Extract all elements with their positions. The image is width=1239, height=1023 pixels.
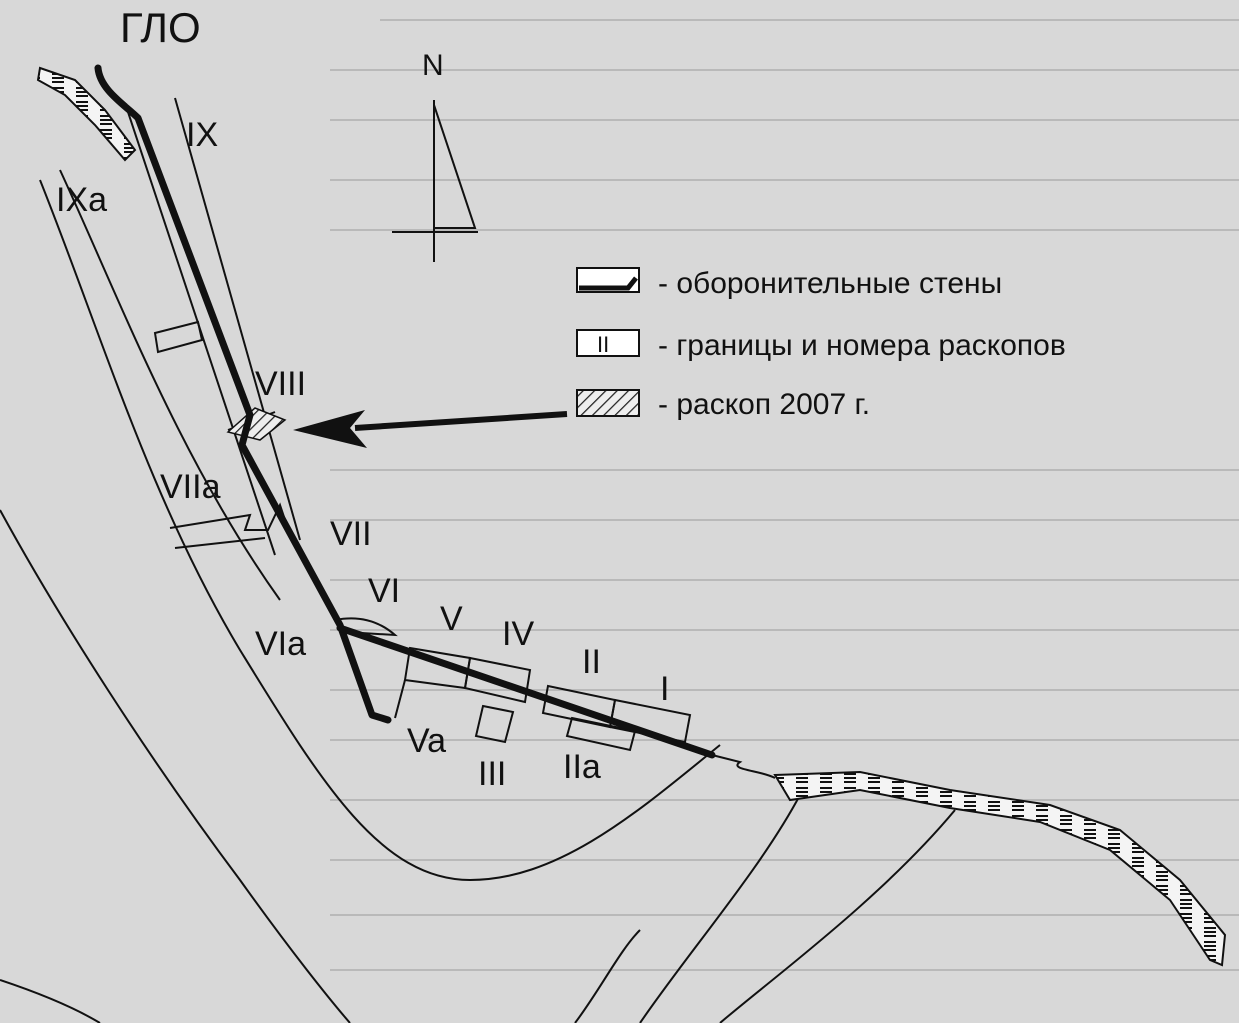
north-label: N <box>422 49 444 82</box>
legend-boundaries-symbol: II <box>576 329 640 357</box>
excavation-labels: IX IXa VIII VIIa VII VI VIa V Va IV III … <box>56 116 669 793</box>
label-VIIa: VIIa <box>160 468 221 506</box>
legend-boundaries-label: - границы и номера раскопов <box>658 329 1066 362</box>
excavation-boundaries <box>127 97 692 752</box>
excavation-2007-area <box>226 407 287 441</box>
pointer-arrow <box>293 410 568 448</box>
legend-excavation-2007-label: - раскоп 2007 г. <box>658 388 870 421</box>
map-title: ГЛО <box>120 4 201 51</box>
legend-excavation-2007-symbol <box>576 389 640 417</box>
label-Va: Va <box>407 722 446 760</box>
label-VII: VII <box>330 515 372 553</box>
label-IV: IV <box>502 615 534 653</box>
label-I: I <box>660 670 669 708</box>
defensive-walls <box>94 64 716 759</box>
label-II: II <box>582 643 601 681</box>
label-VIa: VIa <box>255 625 306 663</box>
wall-extension <box>711 754 776 779</box>
label-VI: VI <box>368 572 400 610</box>
north-arrow: N <box>392 49 478 262</box>
background-text-lines <box>330 19 1239 971</box>
terrain-contours <box>0 169 956 1023</box>
legend-walls-symbol <box>576 267 640 293</box>
label-IXa: IXa <box>56 181 107 219</box>
legend-walls-label: - оборонительные стены <box>658 267 1002 300</box>
label-IX: IX <box>186 116 218 154</box>
legend-boundaries-sample: II <box>597 332 609 357</box>
legend: - оборонительные стены II - границы и но… <box>576 267 1066 421</box>
label-IIa: IIa <box>563 748 601 786</box>
cliff-edge <box>36 66 1227 967</box>
label-VIII: VIII <box>255 365 306 403</box>
label-V: V <box>440 600 463 638</box>
label-III: III <box>478 755 506 793</box>
